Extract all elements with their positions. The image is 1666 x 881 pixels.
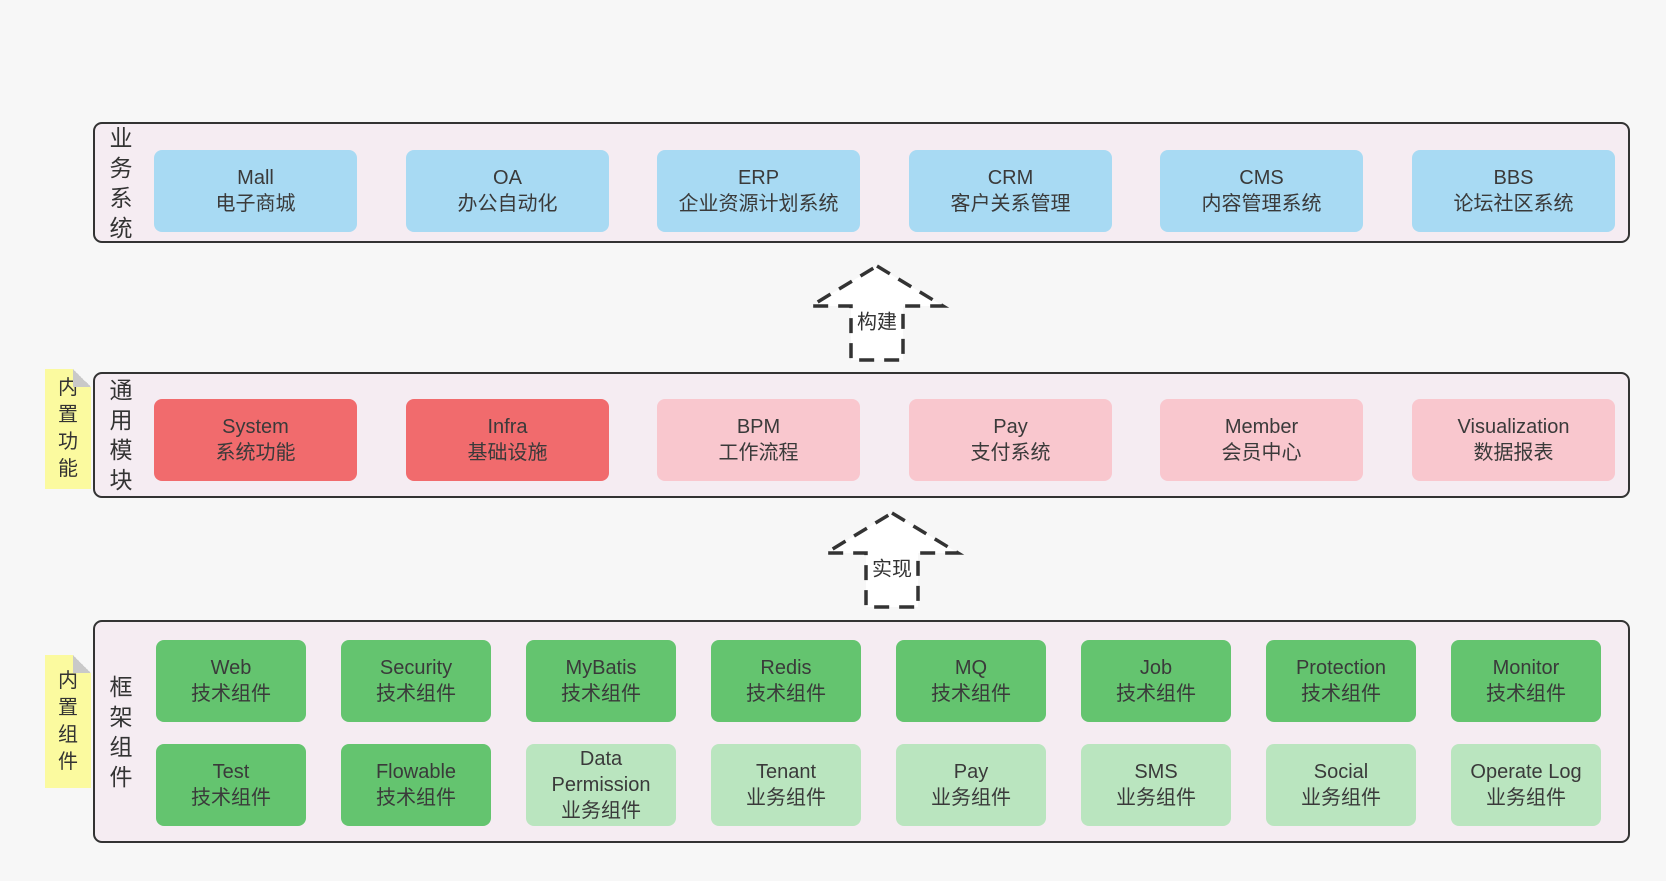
box-cms: CMS 内容管理系统 [1160, 150, 1363, 232]
side-label-framework-components: 框架组件 [109, 673, 133, 790]
box-name: MQ [954, 657, 988, 679]
box-subtitle: 技术组件 [376, 787, 456, 809]
box-subtitle: 工作流程 [718, 442, 799, 464]
box-name: Web [210, 657, 252, 679]
box-subtitle: 技术组件 [191, 787, 271, 809]
build-arrow-label: 构建 [854, 305, 900, 335]
box-subtitle: 业务组件 [561, 800, 641, 822]
box-name: Flowable [375, 761, 457, 783]
box-name: BBS [1493, 167, 1534, 189]
box-subtitle: 技术组件 [191, 683, 271, 705]
box-erp: ERP 企业资源计划系统 [657, 150, 860, 232]
box-subtitle: 技术组件 [1116, 683, 1196, 705]
box-name: MyBatis [565, 657, 637, 679]
box-name: Data Permission [551, 748, 651, 796]
box-subtitle: 业务组件 [1116, 787, 1196, 809]
box-redis: Redis 技术组件 [711, 640, 861, 722]
layer-common-modules: 通用模块 System 系统功能 Infra 基础设施 BPM 工作流程 Pay… [93, 372, 1630, 498]
box-name: Social [1313, 761, 1369, 783]
box-system: System 系统功能 [154, 399, 357, 481]
box-name: System [222, 416, 289, 438]
box-name: Redis [760, 657, 812, 679]
box-name: Operate Log [1470, 761, 1582, 783]
box-subtitle: 数据报表 [1473, 442, 1554, 464]
box-name: Mall [237, 167, 274, 189]
box-flowable: Flowable 技术组件 [341, 744, 491, 826]
box-name: Pay [953, 761, 989, 783]
box-subtitle: 电子商城 [215, 193, 296, 215]
box-bbs: BBS 论坛社区系统 [1412, 150, 1615, 232]
implement-arrow-label: 实现 [869, 552, 915, 582]
box-subtitle: 业务组件 [931, 787, 1011, 809]
box-name: Monitor [1492, 657, 1560, 679]
box-pay-system: Pay 支付系统 [909, 399, 1112, 481]
box-mall: Mall 电子商城 [154, 150, 357, 232]
box-oa: OA 办公自动化 [406, 150, 609, 232]
box-subtitle: 技术组件 [746, 683, 826, 705]
box-bpm: BPM 工作流程 [657, 399, 860, 481]
box-data-permission: Data Permission 业务组件 [526, 744, 676, 826]
box-mq: MQ 技术组件 [896, 640, 1046, 722]
box-security: Security 技术组件 [341, 640, 491, 722]
box-name: Protection [1295, 657, 1387, 679]
sticky-note-built-in-features: 内置功能 [45, 369, 91, 489]
box-name: OA [493, 167, 522, 189]
box-mybatis: MyBatis 技术组件 [526, 640, 676, 722]
sticky-note-label: 内置组件 [58, 669, 78, 773]
box-protection: Protection 技术组件 [1266, 640, 1416, 722]
box-job: Job 技术组件 [1081, 640, 1231, 722]
box-social: Social 业务组件 [1266, 744, 1416, 826]
box-name: Visualization [1457, 416, 1570, 438]
box-subtitle: 办公自动化 [457, 193, 558, 215]
side-label-business-systems: 业务系统 [109, 124, 133, 241]
box-subtitle: 会员中心 [1221, 442, 1302, 464]
box-tenant: Tenant 业务组件 [711, 744, 861, 826]
box-name: CRM [987, 167, 1034, 189]
box-pay-component: Pay 业务组件 [896, 744, 1046, 826]
box-name: CMS [1239, 167, 1284, 189]
box-name: Test [212, 761, 250, 783]
box-subtitle: 系统功能 [215, 442, 296, 464]
box-name: Security [379, 657, 453, 679]
build-arrow: 构建 [797, 262, 957, 366]
box-name: SMS [1134, 761, 1178, 783]
box-member: Member 会员中心 [1160, 399, 1363, 481]
box-monitor: Monitor 技术组件 [1451, 640, 1601, 722]
box-subtitle: 技术组件 [376, 683, 456, 705]
box-name: Member [1224, 416, 1299, 438]
box-subtitle: 技术组件 [1301, 683, 1381, 705]
box-subtitle: 内容管理系统 [1201, 193, 1322, 215]
box-sms: SMS 业务组件 [1081, 744, 1231, 826]
box-subtitle: 客户关系管理 [950, 193, 1071, 215]
box-name: ERP [737, 167, 780, 189]
box-infra: Infra 基础设施 [406, 399, 609, 481]
box-test: Test 技术组件 [156, 744, 306, 826]
box-name: BPM [736, 416, 781, 438]
box-web: Web 技术组件 [156, 640, 306, 722]
implement-arrow: 实现 [812, 509, 972, 613]
box-subtitle: 技术组件 [561, 683, 641, 705]
box-subtitle: 技术组件 [1486, 683, 1566, 705]
layer-framework-components: 框架组件 Web 技术组件 Security 技术组件 MyBatis 技术组件… [93, 620, 1630, 843]
box-visualization: Visualization 数据报表 [1412, 399, 1615, 481]
box-subtitle: 基础设施 [467, 442, 548, 464]
box-name: Job [1139, 657, 1173, 679]
box-subtitle: 论坛社区系统 [1453, 193, 1574, 215]
box-name: Tenant [755, 761, 817, 783]
box-subtitle: 企业资源计划系统 [678, 193, 839, 215]
box-subtitle: 技术组件 [931, 683, 1011, 705]
box-crm: CRM 客户关系管理 [909, 150, 1112, 232]
box-operate-log: Operate Log 业务组件 [1451, 744, 1601, 826]
box-subtitle: 业务组件 [746, 787, 826, 809]
box-name: Infra [487, 416, 528, 438]
side-label-common-modules: 通用模块 [109, 377, 133, 493]
box-subtitle: 支付系统 [970, 442, 1051, 464]
box-name: Pay [993, 416, 1028, 438]
layer-business-systems: 业务系统 Mall 电子商城 OA 办公自动化 ERP 企业资源计划系统 CRM… [93, 122, 1630, 243]
sticky-note-built-in-components: 内置组件 [45, 655, 91, 788]
box-subtitle: 业务组件 [1301, 787, 1381, 809]
box-subtitle: 业务组件 [1486, 787, 1566, 809]
sticky-note-label: 内置功能 [58, 377, 78, 480]
